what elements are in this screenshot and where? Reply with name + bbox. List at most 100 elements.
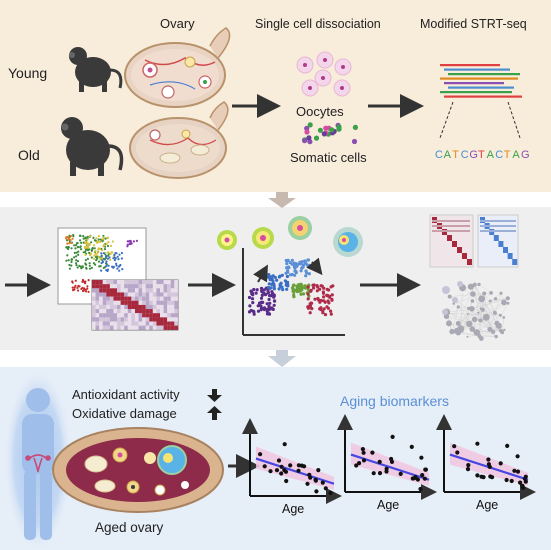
heatmap-cell <box>156 292 161 297</box>
sequencing-read <box>440 77 518 80</box>
umap-point <box>106 257 109 260</box>
trajectory-point <box>299 269 303 273</box>
umap-point <box>68 267 71 270</box>
heatmap-cell <box>99 284 103 289</box>
heatmap-cell <box>127 288 132 293</box>
umap-point <box>95 237 98 240</box>
heatmap-cell <box>124 325 128 330</box>
trajectory-point <box>277 275 281 279</box>
data-point <box>490 475 495 480</box>
heatmap-cell <box>142 284 146 289</box>
heatmap-cell <box>131 280 135 285</box>
umap-point <box>84 288 87 291</box>
data-point <box>384 469 389 474</box>
heatmap-cell <box>106 325 110 330</box>
sequencing-read <box>440 64 500 67</box>
umap-point <box>77 245 80 249</box>
ovary-icon <box>52 427 224 513</box>
network-edge <box>446 316 502 333</box>
umap-point <box>90 256 93 259</box>
heatmap-cell <box>106 304 110 310</box>
trajectory-point <box>251 301 255 305</box>
trajectory-point <box>270 293 274 297</box>
heatmap-cell <box>127 325 132 330</box>
network-edge <box>446 308 482 313</box>
oocyte-cluster <box>296 51 352 97</box>
heatmap-cell <box>152 309 157 314</box>
heatmap-cell <box>174 321 178 326</box>
network-edge <box>476 315 501 333</box>
data-point <box>305 481 310 486</box>
trajectory-point <box>299 262 303 266</box>
trajectory-point <box>271 307 275 311</box>
umap-point <box>116 255 119 258</box>
heatmap-cell <box>134 325 139 330</box>
umap-point <box>88 235 92 238</box>
heatmap-cell <box>149 280 153 285</box>
heatmap-cell <box>109 284 114 289</box>
umap-point <box>84 246 87 249</box>
biomarker-scatter-plot: Age <box>337 414 437 512</box>
heatmap-cell <box>145 288 150 293</box>
network-node <box>453 327 461 335</box>
trajectory-point <box>306 285 310 289</box>
trajectory-point <box>286 259 290 263</box>
umap-point <box>107 251 110 254</box>
sequencing-read <box>448 86 514 89</box>
trajectory-point <box>290 272 294 277</box>
heatmap-cell <box>145 317 150 322</box>
heatmap-cell <box>145 325 150 330</box>
heatmap-cell <box>106 309 110 314</box>
network-hub <box>442 309 448 315</box>
umap-point <box>106 236 110 240</box>
umap-point <box>95 253 98 257</box>
umap-point <box>103 248 107 251</box>
umap-point <box>84 263 87 266</box>
heatmap-cell <box>156 304 161 310</box>
trajectory-point <box>272 282 276 286</box>
umap-point <box>95 241 98 244</box>
heatmap-cell <box>167 309 171 314</box>
umap-point <box>72 288 75 291</box>
heatmap-cell <box>102 284 107 289</box>
heatmap-cell <box>149 321 153 326</box>
heatmap-cell <box>152 300 157 305</box>
trajectory-point <box>323 313 328 317</box>
umap-point <box>73 256 76 259</box>
data-point <box>409 444 414 449</box>
data-point <box>258 452 263 457</box>
heatmap-cell <box>138 325 143 330</box>
monkey-young-icon <box>69 47 123 92</box>
trajectory-point <box>322 286 326 290</box>
umap-point <box>78 264 81 267</box>
data-point <box>512 468 517 473</box>
heatmap-cell <box>142 313 146 318</box>
data-point <box>307 472 312 477</box>
umap-point <box>77 289 80 292</box>
heatmap-cell <box>163 284 168 289</box>
sequencing-reads-icon <box>440 64 522 98</box>
heatmap-cell <box>174 296 178 301</box>
somatic-label: Somatic cells <box>290 150 367 165</box>
trajectory-point <box>284 283 288 287</box>
arrow-down-icon <box>268 192 296 208</box>
umap-point <box>72 233 75 237</box>
heatmap-cell <box>102 288 107 293</box>
heatmap-cell <box>160 325 164 330</box>
heatmap-cell <box>152 304 157 310</box>
heatmap-cell <box>92 325 96 330</box>
umap-point <box>97 248 100 251</box>
network-node <box>449 328 455 335</box>
umap-point <box>96 257 99 260</box>
trajectory-point <box>306 287 310 291</box>
sequencing-read <box>440 91 512 94</box>
age-axis-label: Age <box>377 498 399 512</box>
oocyte-nucleus <box>340 86 344 90</box>
heatmap-cell <box>99 317 103 322</box>
heatmap-cell <box>109 313 114 318</box>
heatmap-cell <box>160 300 164 305</box>
heatmap-cell <box>120 300 125 305</box>
heatmap-cell <box>174 313 178 318</box>
heatmap-cell <box>145 304 150 310</box>
heatmap-cell <box>95 313 100 318</box>
